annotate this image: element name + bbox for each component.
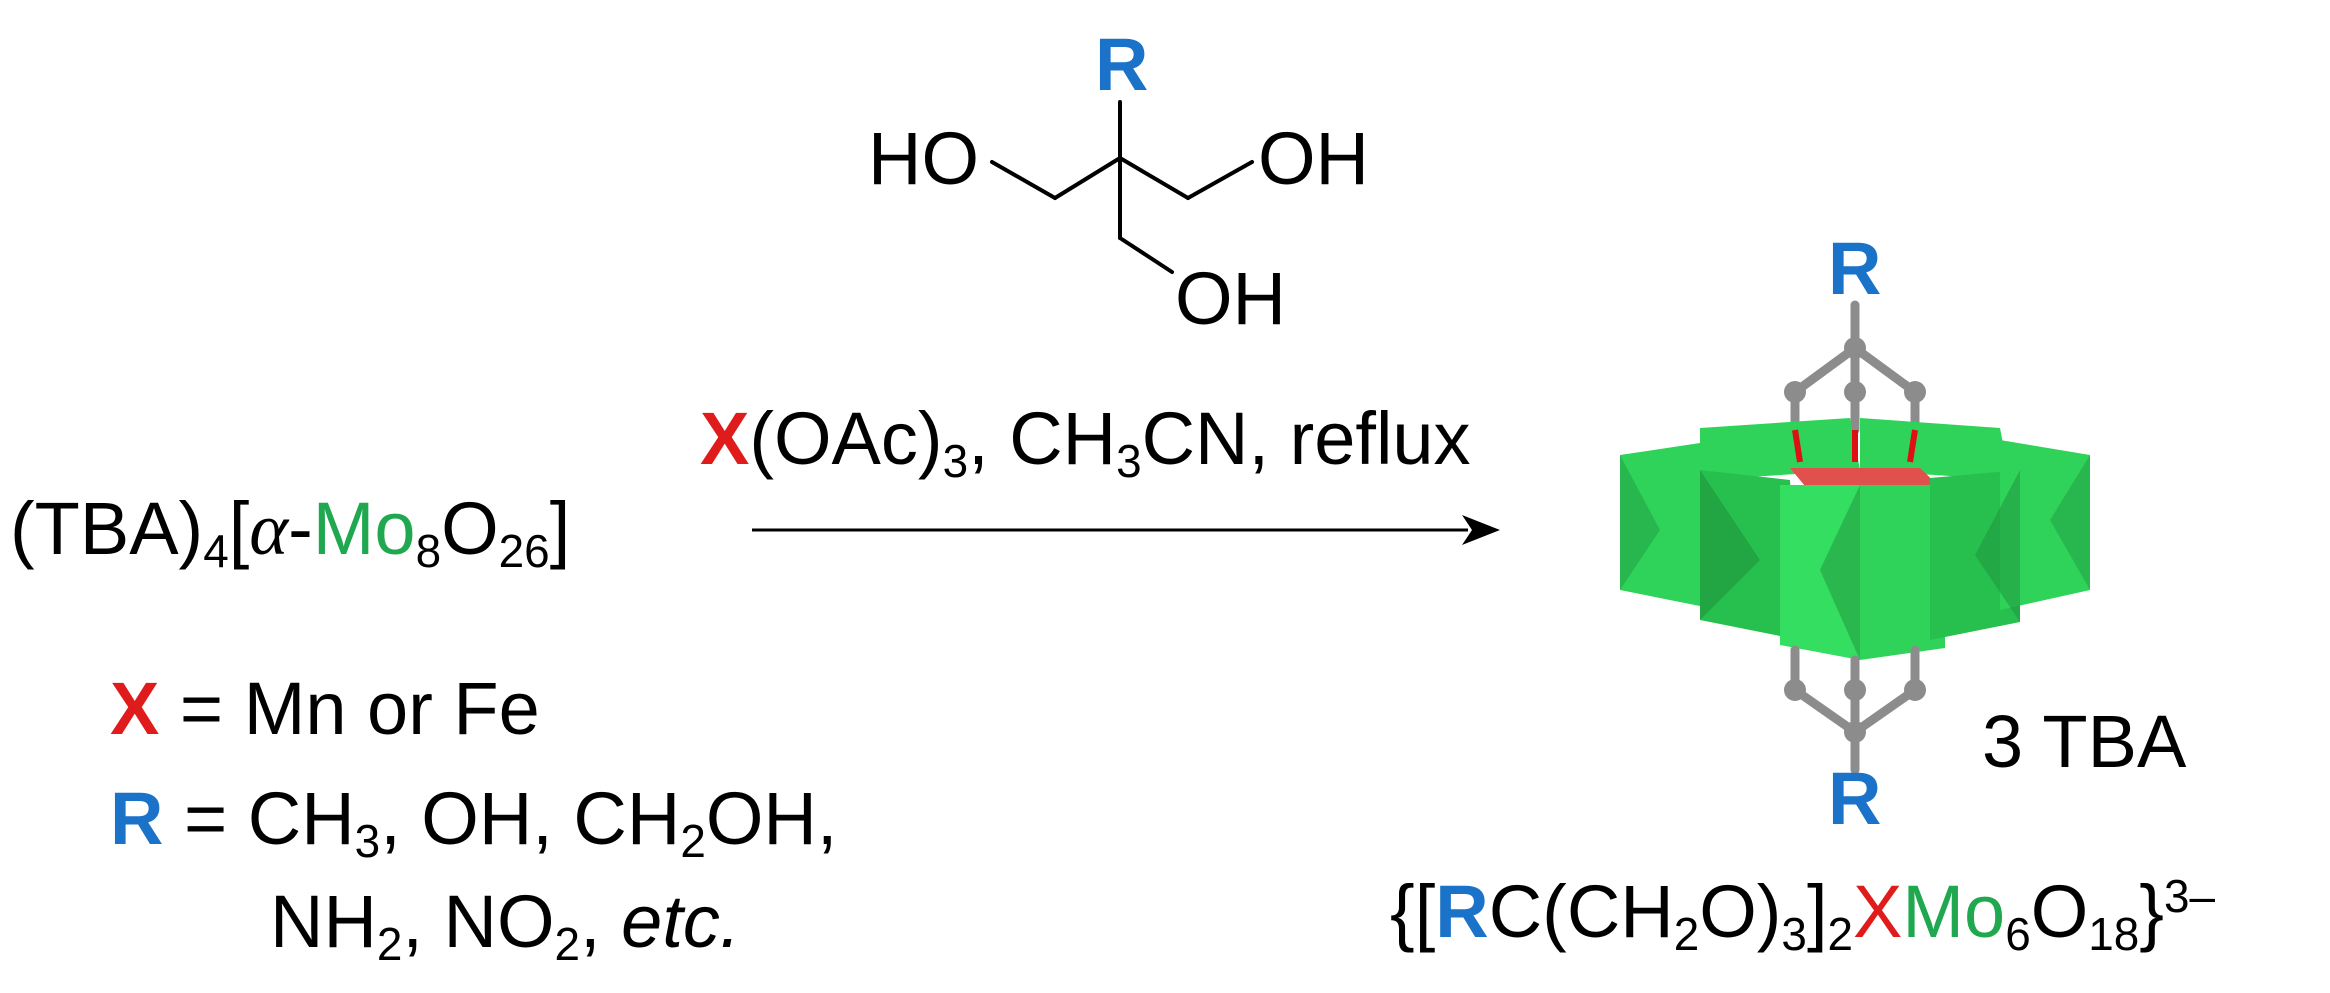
carbon-frame-bottom <box>1790 645 1920 775</box>
triol-ho-left: HO <box>868 117 979 200</box>
oxygen-bonds <box>1792 429 1918 463</box>
product-formula: {[RC(CH2O)3]2XMo6O18}3– <box>1390 869 2216 960</box>
polyhedron-back-left <box>1700 418 1860 480</box>
triol-oh-bottom: OH <box>1175 257 1286 340</box>
polyhedron-far-left <box>1620 440 1720 610</box>
polyhedron-back-right <box>1860 418 2010 480</box>
legend-r-line-2: NH2, NO2, etc. <box>270 880 741 970</box>
bond-ch2-ho-left <box>990 160 1057 200</box>
polyhedron-far-right <box>2000 440 2090 610</box>
bond-quaternary-ch2-left <box>1053 156 1122 200</box>
bond-ch2-oh-right <box>1186 160 1254 200</box>
bond-ch2-oh-bottom <box>1118 236 1174 274</box>
product-r-bottom: R <box>1828 757 1882 840</box>
polyhedral-cluster <box>1620 300 2090 775</box>
triol-skeleton <box>990 100 1254 274</box>
starting-material-formula: (TBA)4[α-Mo8O26] <box>10 487 571 577</box>
product-r-top: R <box>1828 227 1882 310</box>
product-counter-ion: 3 TBA <box>1982 700 2187 783</box>
carbon-atoms <box>1784 337 1926 743</box>
reaction-conditions: X(OAc)3, CH3CN, reflux <box>700 397 1471 487</box>
reaction-arrow <box>752 515 1500 545</box>
conditions-x: X <box>700 397 750 480</box>
alpha-symbol: α <box>249 489 289 571</box>
polyhedron-center-right <box>1860 485 1945 660</box>
triol-r-label: R <box>1095 23 1149 106</box>
carbon-frame-top <box>1790 300 1920 435</box>
triol-oh-right: OH <box>1258 117 1369 200</box>
legend-r-line-1: R = CH3, OH, CH2OH, <box>110 777 838 867</box>
bond-quaternary-ch2-right <box>1118 156 1190 200</box>
legend-x-line: X = Mn or Fe <box>110 667 540 750</box>
